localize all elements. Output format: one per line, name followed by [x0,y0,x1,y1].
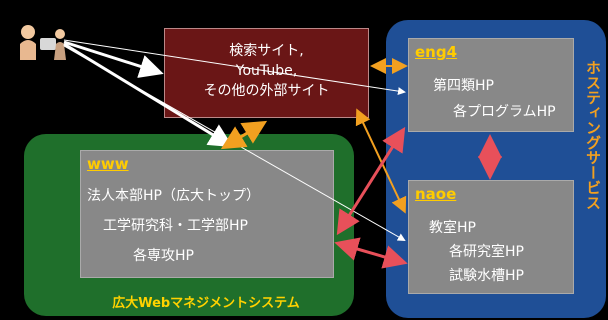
naoe-line-1: 教室HP [429,220,476,236]
naoe-title: naoe [415,185,457,203]
arrow-external-www [220,120,268,150]
www-line-3: 各専攻HP [133,248,194,264]
naoe-line-3: 試験水槽HP [449,268,524,284]
naoe-line-2: 各研究室HP [449,244,524,260]
eng4-line-2: 各プログラムHP [453,104,556,120]
external-line-3: その他の外部サイト [203,83,330,99]
user-icon [20,25,66,60]
hosting-service-label: ホスティングサービス [584,60,602,210]
www-line-1: 法人本部HP（広大トップ） [87,188,260,204]
external-line-1: 検索サイト, [229,43,304,59]
www-server-box: www 法人本部HP（広大トップ） 工学研究科・工学部HP 各専攻HP [80,150,334,278]
eng4-server-box: eng4 第四類HP 各プログラムHP [408,38,574,132]
arrow-user-to-eng4 [63,39,406,96]
www-title: www [87,155,129,173]
web-management-system-label: 広大Webマネジメントシステム [112,296,300,311]
naoe-server-box: naoe 教室HP 各研究室HP 試験水槽HP [408,180,574,294]
arrow-www-naoe [334,237,408,269]
arrow-www-eng4 [336,126,406,236]
eng4-line-1: 第四類HP [433,78,494,94]
arrow-external-naoe [355,108,407,214]
eng4-title: eng4 [415,43,458,61]
external-sites-box: 検索サイト, YouTube, その他の外部サイト [164,28,369,118]
arrow-user-to-www [63,42,234,148]
www-line-2: 工学研究科・工学部HP [103,218,248,234]
arrow-user-to-external [63,40,164,78]
